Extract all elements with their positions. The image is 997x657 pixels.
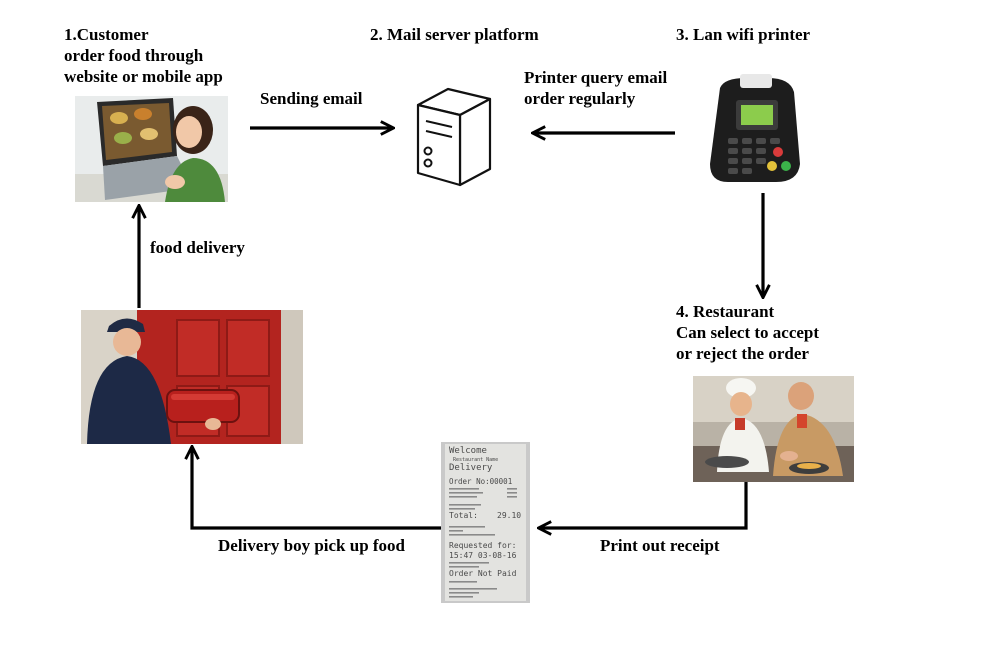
receipt-total-value: 29.10	[497, 511, 521, 520]
arrow-delivery-pickup	[192, 448, 441, 530]
flow-sending-email-label: Sending email	[260, 89, 363, 108]
customer-laptop-photo	[75, 96, 228, 202]
receipt-time: 15:47 03-08-16	[449, 551, 517, 560]
receipt-order-status: Order Not Paid	[449, 569, 517, 578]
arrow-print-receipt	[540, 482, 748, 528]
receipt-total-label: Total:	[449, 511, 478, 520]
handheld-wifi-printer	[706, 72, 802, 184]
receipt-welcome: Welcome	[449, 446, 487, 456]
receipt-order-no: Order No:00001	[449, 477, 512, 486]
chefs-cooking-photo	[693, 376, 854, 482]
server-tower-icon	[412, 85, 494, 189]
pizza-delivery-photo	[81, 310, 303, 444]
flow-delivery-pickup-label: Delivery boy pick up food	[218, 536, 406, 555]
flow-print-receipt-label: Print out receipt	[600, 536, 720, 555]
step-printer-label: 3. Lan wifi printer	[676, 25, 811, 44]
receipt-restaurant-name: Restaurant Name	[453, 457, 498, 463]
step-customer-label: 1.Customer order food through website or…	[64, 25, 223, 86]
receipt-requested: Requested for:	[449, 541, 516, 550]
step-restaurant-label: 4. Restaurant Can select to accept or re…	[676, 302, 820, 363]
receipt-delivery: Delivery	[449, 463, 493, 473]
step-mail-server-label: 2. Mail server platform	[370, 25, 539, 44]
printed-receipt: Welcome Restaurant Name Delivery Order N…	[441, 442, 530, 603]
flow-food-delivery-label: food delivery	[150, 238, 245, 257]
flow-printer-query-label: Printer query email order regularly	[524, 68, 668, 108]
